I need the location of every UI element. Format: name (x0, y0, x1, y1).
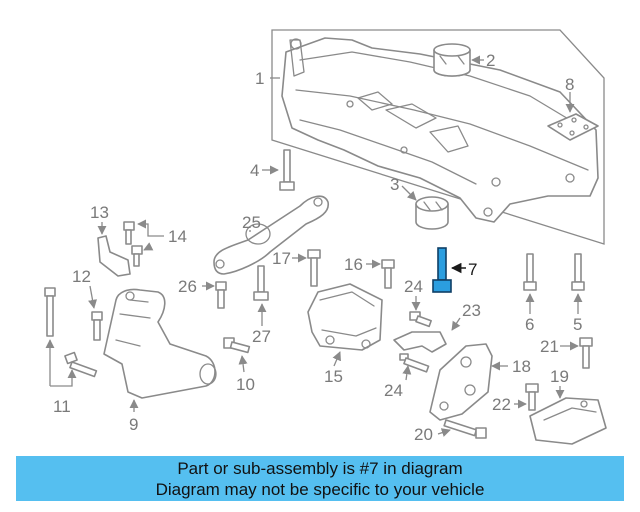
bolts-part-14 (123, 221, 143, 267)
engine-mount-part-9 (103, 288, 217, 399)
plate-part-8 (547, 113, 599, 141)
bolt-part-22 (525, 383, 539, 411)
callout-24-upper: 24 (404, 277, 423, 296)
callout-4: 4 (250, 161, 259, 180)
bolt-part-17 (307, 249, 321, 287)
bolt-part-12 (91, 311, 103, 341)
bolt-part-16 (381, 259, 395, 289)
callout-6: 6 (525, 315, 534, 334)
mount-part-19 (529, 397, 607, 445)
callout-1: 1 (255, 69, 264, 88)
callout-9: 9 (129, 415, 138, 434)
callout-14: 14 (168, 227, 187, 246)
torque-rod-part-25 (213, 195, 330, 275)
callout-24-lower: 24 (384, 381, 403, 400)
bracket-part-13 (97, 235, 131, 277)
bolt-part-21 (579, 337, 593, 369)
bolts-part-11 (44, 287, 98, 378)
callout-19: 19 (550, 367, 569, 386)
callout-27: 27 (252, 327, 271, 346)
parts-diagram: 1 2 3 4 5 6 7 8 9 10 11 12 13 14 15 16 1… (44, 29, 607, 445)
bushing-part-3 (415, 196, 449, 230)
callout-labels: 1 2 3 4 5 6 7 8 9 10 11 12 13 14 15 16 1… (53, 51, 582, 444)
callout-23: 23 (462, 301, 481, 320)
leader-lines (45, 55, 583, 437)
callout-12: 12 (72, 267, 91, 286)
highlighted-bolt-part-7[interactable] (432, 247, 466, 293)
callout-17: 17 (272, 249, 291, 268)
callout-13: 13 (90, 203, 109, 222)
bolt-part-24-upper (409, 311, 432, 328)
bolt-part-10 (223, 337, 251, 354)
caption-line-2: Diagram may not be specific to your vehi… (155, 480, 485, 499)
callout-16: 16 (344, 255, 363, 274)
bolt-part-24-lower (399, 353, 430, 373)
callout-3: 3 (390, 175, 399, 194)
callout-18: 18 (512, 357, 531, 376)
callout-21: 21 (540, 337, 559, 356)
bolt-part-26 (215, 281, 227, 309)
bracket-part-23 (393, 331, 447, 353)
bolt-part-6 (523, 253, 537, 291)
callout-25: 25 (242, 213, 261, 232)
subframe-group (271, 29, 605, 245)
bracket-part-18 (429, 343, 493, 421)
bolt-part-27 (253, 265, 269, 301)
callout-5: 5 (573, 315, 582, 334)
bushing-part-2 (433, 43, 471, 77)
caption-banner: Part or sub-assembly is #7 in diagram Di… (16, 456, 624, 501)
callout-26: 26 (178, 277, 197, 296)
callout-2: 2 (486, 51, 495, 70)
callout-10: 10 (236, 375, 255, 394)
bolt-part-20 (443, 419, 487, 439)
bolt-part-5 (571, 253, 585, 291)
bolt-part-4 (279, 149, 295, 191)
callout-20: 20 (414, 425, 433, 444)
callout-8: 8 (565, 75, 574, 94)
callout-22: 22 (492, 395, 511, 414)
caption-line-1: Part or sub-assembly is #7 in diagram (177, 459, 463, 478)
callout-11: 11 (53, 397, 71, 416)
callout-15: 15 (324, 367, 343, 386)
callout-7: 7 (468, 260, 477, 279)
transmission-mount-part-15 (307, 283, 383, 351)
